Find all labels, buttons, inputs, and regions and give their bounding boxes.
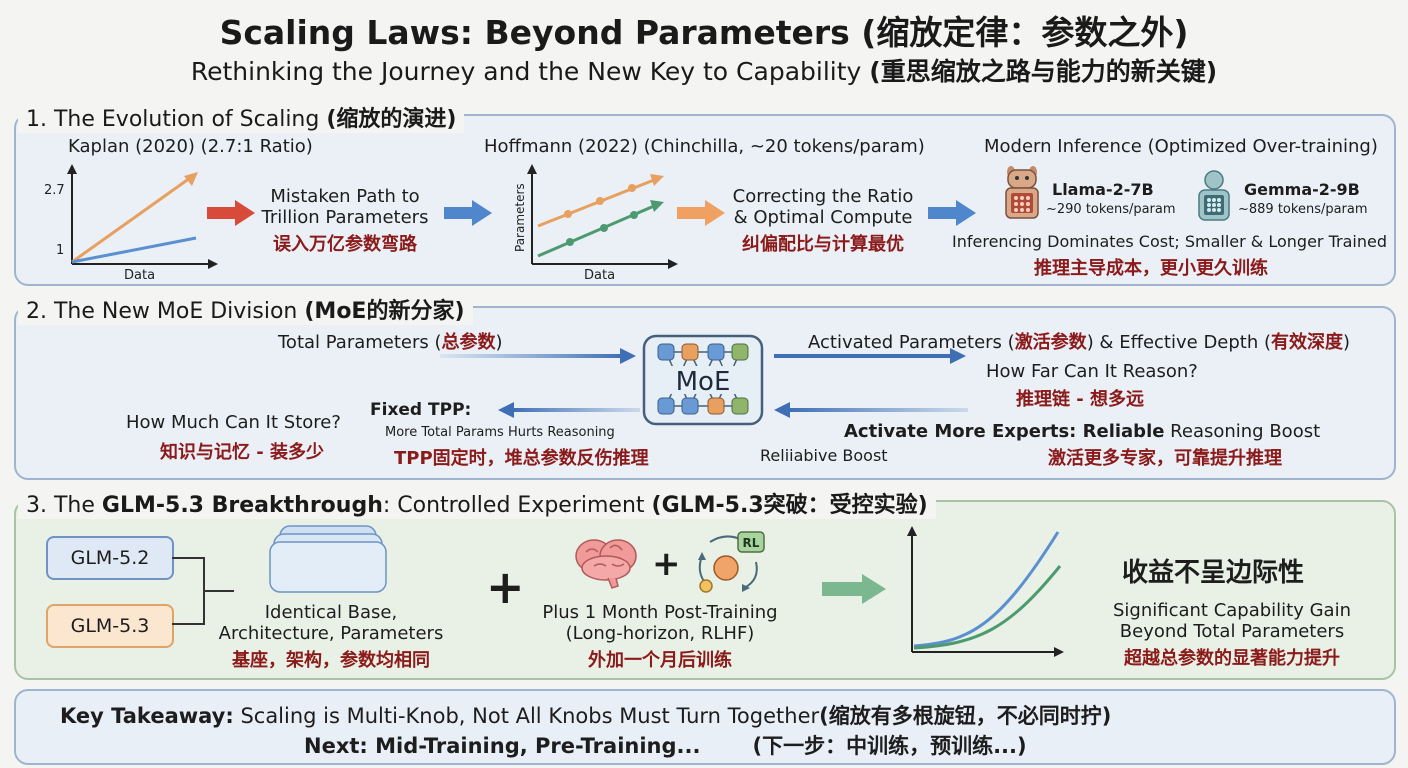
activated-params-label: Activated Parameters (激活参数) & Effective … xyxy=(808,332,1351,353)
gemma-ratio: ~889 tokens/param xyxy=(1238,202,1368,217)
red-arrow-icon xyxy=(207,200,255,226)
page-subtitle: Rethinking the Journey and the New Key t… xyxy=(0,52,1408,88)
llama-ratio: ~290 tokens/param xyxy=(1046,202,1176,217)
gain-cn-title: 收益不呈边际性 xyxy=(1122,558,1305,588)
takeaway-line: Key Takeaway: Scaling is Multi-Knob, Not… xyxy=(60,704,1112,728)
moe-node-icon: MoE xyxy=(642,334,764,426)
gemma-icon xyxy=(1198,170,1230,221)
hoffmann-y-label: Parameters xyxy=(513,183,527,252)
hoffmann-green-point xyxy=(566,238,574,246)
step1-text: Mistaken Path to Trillion Parameters 误入万… xyxy=(261,186,429,255)
gain-y-arrowhead xyxy=(907,526,917,536)
activated-arrow xyxy=(774,348,966,364)
store-question: How Much Can It Store? xyxy=(126,412,341,433)
plus-sign-2: + xyxy=(652,544,681,584)
subtitle-en: Rethinking the Journey and the New Key t… xyxy=(190,57,870,86)
kaplan-blue-line xyxy=(71,236,197,264)
section-glm-title: 3. The GLM-5.3 Breakthrough: Controlled … xyxy=(18,487,936,519)
llama-icon xyxy=(1005,166,1039,219)
page-title: Scaling Laws: Beyond Parameters (缩放定律：参数… xyxy=(219,13,1189,52)
modern-note-cn: 推理主导成本，更小更久训练 xyxy=(1034,258,1268,279)
kaplan-y-arrowhead xyxy=(67,164,77,174)
step2-text: Correcting the Ratio & Optimal Compute 纠… xyxy=(732,186,914,255)
base-text: Identical Base, Architecture, Parameters… xyxy=(218,602,444,671)
gain-chart xyxy=(907,526,1064,657)
kaplan-orange-arrowhead xyxy=(184,172,198,186)
fixed-tpp-arrow xyxy=(498,402,640,418)
total-params-arrow xyxy=(440,348,636,364)
kaplan-y-tick-high: 2.7 xyxy=(44,183,65,198)
kaplan-orange-line xyxy=(71,176,191,264)
green-arrow-icon xyxy=(822,574,886,604)
hoffmann-x-label: Data xyxy=(584,268,615,282)
modern-note: Inferencing Dominates Cost; Smaller & Lo… xyxy=(952,232,1387,251)
hoffmann-orange-point xyxy=(564,210,572,218)
gain-green-curve xyxy=(913,565,1062,650)
moe-label: MoE xyxy=(676,367,731,397)
plus-sign-1: + xyxy=(486,560,525,614)
gain-text: Significant Capability Gain Beyond Total… xyxy=(1112,600,1352,669)
modern-label: Modern Inference (Optimized Over-trainin… xyxy=(984,136,1378,157)
next-line: Next: Mid-Training, Pre-Training...(下一步：… xyxy=(304,734,1027,758)
kaplan-label: Kaplan (2020) (2.7:1 Ratio) xyxy=(68,136,313,157)
section-moe-title: 2. The New MoE Division (MoE的新分家) xyxy=(18,293,473,325)
reason-question: How Far Can It Reason? xyxy=(986,361,1198,382)
fixed-tpp-sub: More Total Params Hurts Reasoning xyxy=(385,425,615,440)
hoffmann-green-point xyxy=(630,211,638,219)
brain-icon xyxy=(575,539,637,589)
glm52-box: GLM-5.2 xyxy=(46,536,174,580)
glm53-box: GLM-5.3 xyxy=(46,604,174,648)
reason-cn: 推理链 - 想多远 xyxy=(1016,389,1145,410)
hoffmann-green-arrowhead xyxy=(650,200,664,212)
store-cn: 知识与记忆 - 装多少 xyxy=(160,442,325,463)
hoffmann-orange-point xyxy=(628,184,636,192)
subtitle-cn: (重思缩放之路与能力的新关键) xyxy=(869,57,1218,86)
hoffmann-chart: Parameters Data xyxy=(513,164,678,282)
gemma-name: Gemma-2-9B xyxy=(1244,180,1360,199)
kaplan-y-tick-low: 1 xyxy=(56,243,64,258)
kaplan-x-label: Data xyxy=(124,268,155,282)
kaplan-x-arrowhead xyxy=(208,259,218,269)
total-params-label: Total Parameters (总参数) xyxy=(278,332,503,353)
fixed-tpp-cn: TPP固定时，堆总参数反伤推理 xyxy=(394,448,649,469)
activate-experts-arrow xyxy=(774,402,968,418)
fixed-tpp-label: Fixed TPP: xyxy=(370,400,472,420)
hoffmann-y-arrowhead xyxy=(527,164,537,174)
hoffmann-orange-point xyxy=(596,197,604,205)
activate-experts-label: Activate More Experts: Reliable Reasonin… xyxy=(844,421,1321,442)
glm-bracket xyxy=(172,557,234,625)
kaplan-chart: 2.7 1 Data xyxy=(44,164,218,282)
rl-cycle-icon: RL xyxy=(698,531,765,593)
blue-arrow-icon-2 xyxy=(928,200,976,226)
reliable-boost-label: Reliiabive Boost xyxy=(760,446,888,465)
hoffmann-orange-line xyxy=(537,178,655,228)
hoffmann-orange-arrowhead xyxy=(650,174,664,186)
gain-blue-curve xyxy=(913,531,1060,648)
hoffmann-green-point xyxy=(600,224,608,232)
activate-experts-cn: 激活更多专家，可靠提升推理 xyxy=(1048,448,1282,469)
takeaway-panel xyxy=(14,689,1396,765)
hoffmann-label: Hoffmann (2022) (Chinchilla, ~20 tokens/… xyxy=(484,136,925,157)
hoffmann-x-arrowhead xyxy=(668,259,678,269)
base-stack-icon xyxy=(269,525,387,593)
post-training-text: Plus 1 Month Post-Training (Long-horizon… xyxy=(542,602,778,671)
orange-arrow-icon xyxy=(677,200,725,226)
gain-x-arrowhead xyxy=(1054,647,1064,657)
rl-badge: RL xyxy=(743,536,760,550)
blue-arrow-icon-1 xyxy=(444,200,492,226)
llama-name: Llama-2-7B xyxy=(1052,180,1154,199)
section-evolution-title: 1. The Evolution of Scaling (缩放的演进) xyxy=(18,101,465,133)
